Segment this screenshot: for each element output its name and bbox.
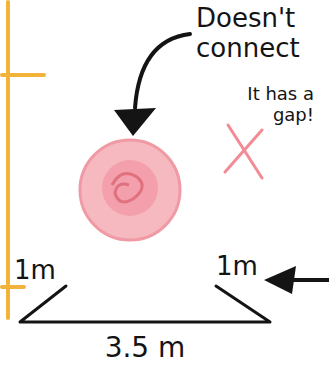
callout-note: Doesn't connect — [196, 4, 324, 64]
pink-cross — [225, 125, 262, 178]
dimension-label: 1m — [14, 256, 74, 286]
dimension-label: 3.5 m — [60, 332, 230, 364]
gap-circle — [80, 140, 180, 240]
dimension-label: 1m — [216, 252, 276, 282]
callout-arrow — [114, 34, 190, 136]
callout-note: It has a gap! — [218, 84, 314, 125]
pointer-arrow — [264, 266, 329, 294]
ramp-outline — [20, 286, 270, 322]
